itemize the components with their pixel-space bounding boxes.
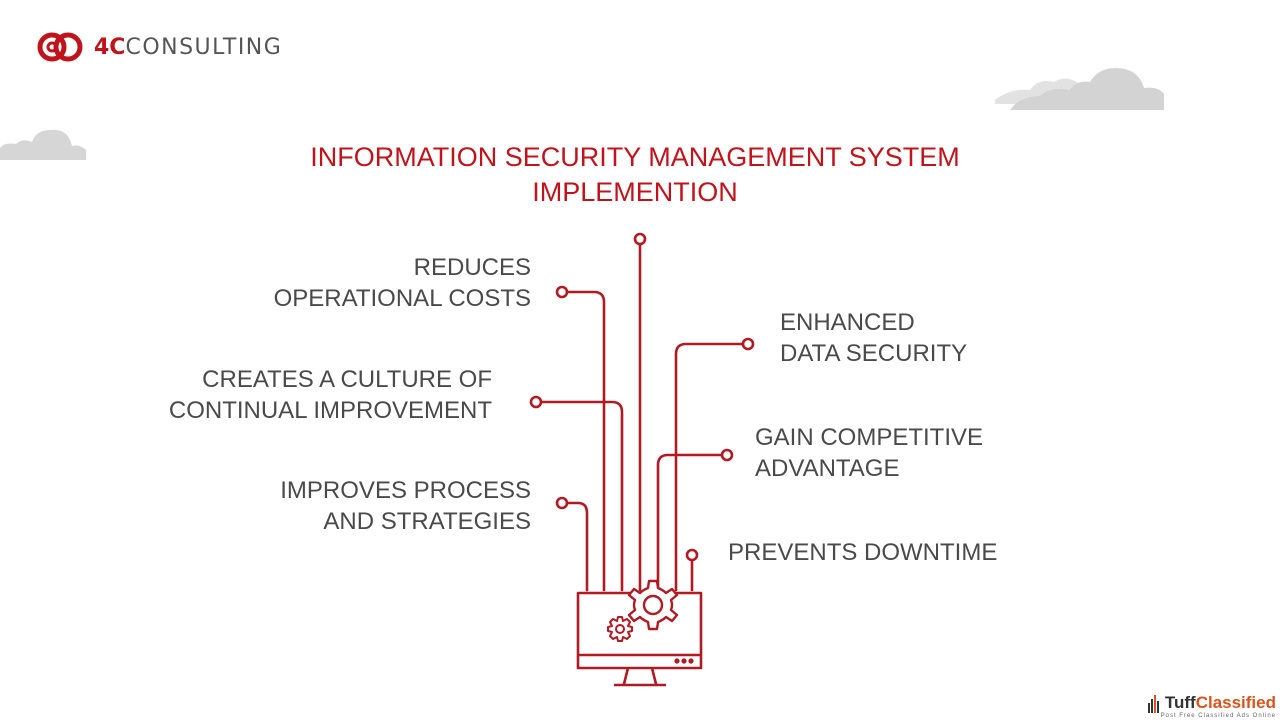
benefit-line: ENHANCED xyxy=(780,309,915,336)
benefit-line: PREVENTS DOWNTIME xyxy=(728,539,998,566)
benefit-competitive: GAIN COMPETITIVE ADVANTAGE xyxy=(755,422,983,484)
benefit-line: GAIN COMPETITIVE xyxy=(755,424,984,451)
benefit-reduces-costs: REDUCES OPERATIONAL COSTS xyxy=(274,252,531,314)
connector-node xyxy=(633,232,647,246)
logo-brand: 4C xyxy=(94,34,126,60)
cloud-icon xyxy=(0,129,86,160)
benefit-improves: IMPROVES PROCESS AND STRATEGIES xyxy=(280,475,531,537)
connector-culture xyxy=(539,400,624,592)
watermark: TuffClassified Post Free Classified Ads … xyxy=(1147,693,1276,719)
connector-node xyxy=(741,337,755,351)
benefit-line: DATA SECURITY xyxy=(780,340,968,367)
connector-node xyxy=(529,395,543,409)
connector-improves xyxy=(565,501,589,592)
benefit-line: OPERATIONAL COSTS xyxy=(273,285,531,312)
title-line-1: INFORMATION SECURITY MANAGEMENT SYSTEM xyxy=(310,142,960,172)
watermark-tagline: Post Free Classified Ads Online xyxy=(1160,713,1276,719)
benefit-line: CREATES A CULTURE OF xyxy=(202,366,492,393)
connector-competitive xyxy=(656,453,724,592)
title-line-2: IMPLEMENTION xyxy=(532,177,738,207)
benefit-line: IMPROVES PROCESS xyxy=(280,477,531,504)
benefit-culture: CREATES A CULTURE OF CONTINUAL IMPROVEME… xyxy=(169,364,492,426)
watermark-part1: Tuff xyxy=(1164,693,1196,712)
connector-node xyxy=(685,548,699,562)
watermark-logo: TuffClassified xyxy=(1147,693,1276,713)
benefit-line: AND STRATEGIES xyxy=(323,508,531,535)
benefit-line: REDUCES xyxy=(413,254,531,281)
company-logo: 4CCONSULTING xyxy=(36,30,282,64)
bar-chart-icon xyxy=(1147,695,1159,713)
connector-reduces-costs xyxy=(565,290,606,592)
connector-data-security xyxy=(674,342,745,592)
cloud-icon xyxy=(995,68,1164,110)
gear-icon xyxy=(607,616,633,642)
benefit-line: ADVANTAGE xyxy=(755,455,900,482)
logo-rings-icon xyxy=(37,32,83,62)
benefit-line: CONTINUAL IMPROVEMENT xyxy=(168,397,492,424)
gear-icon xyxy=(627,579,679,631)
connector-node xyxy=(720,448,734,462)
benefit-downtime: PREVENTS DOWNTIME xyxy=(728,537,997,568)
logo-text: 4CCONSULTING xyxy=(94,35,282,60)
watermark-part2: Classified xyxy=(1195,693,1276,712)
connector-node xyxy=(555,285,569,299)
page-title: INFORMATION SECURITY MANAGEMENT SYSTEM I… xyxy=(240,140,1030,210)
connector-node xyxy=(555,496,569,510)
benefit-data-security: ENHANCED DATA SECURITY xyxy=(780,307,967,369)
logo-name: CONSULTING xyxy=(125,34,283,60)
